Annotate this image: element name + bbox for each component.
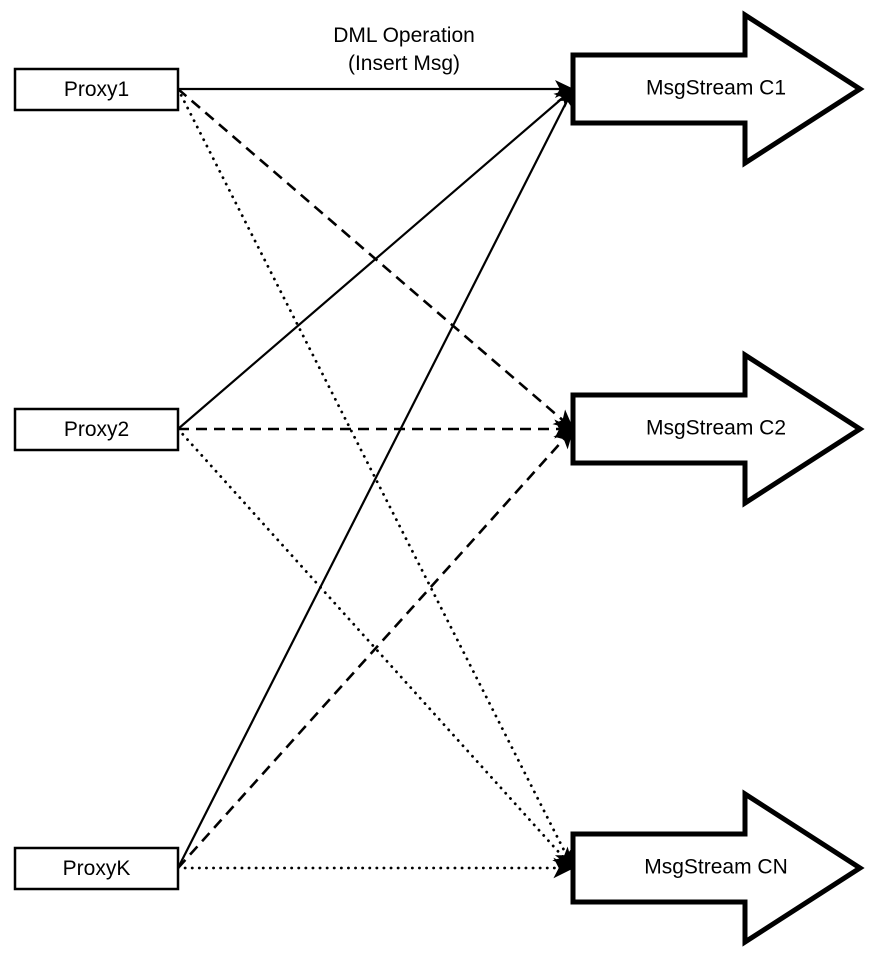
msgstream-c1-arrow-shape[interactable] — [570, 10, 865, 168]
proxy-node-proxyk[interactable]: ProxyK — [13, 846, 180, 891]
proxy-layer: Proxy1 Proxy2 ProxyK — [13, 67, 180, 891]
proxyk-label: ProxyK — [63, 857, 131, 880]
connection-layer — [176, 79, 575, 879]
msgstream-node-c2[interactable]: MsgStream C2 — [570, 350, 865, 508]
msgstream-node-c1[interactable]: MsgStream C1 — [570, 10, 865, 168]
msgstream-cn-arrow-shape[interactable] — [570, 789, 865, 947]
msgstream-c1-label: MsgStream C1 — [646, 77, 786, 100]
msgstream-cn-label: MsgStream CN — [644, 856, 788, 879]
dml-operation-line1: DML Operation — [333, 24, 475, 47]
proxy1-label: Proxy1 — [64, 78, 129, 101]
dml-operation-annotation: DML Operation (Insert Msg) — [333, 24, 475, 75]
proxy2-label: Proxy2 — [64, 418, 129, 441]
connection-proxyk-to-c1 — [177, 88, 574, 869]
proxyk-box[interactable] — [13, 846, 180, 891]
connection-proxy2-to-cn — [176, 427, 575, 870]
proxy-node-proxy1[interactable]: Proxy1 — [13, 67, 180, 112]
msgstream-c2-arrow-shape[interactable] — [570, 350, 865, 508]
connection-proxy2-to-c1 — [177, 88, 574, 430]
msgstream-c2-label: MsgStream C2 — [646, 417, 786, 440]
connection-proxyk-to-c2 — [177, 428, 574, 869]
proxy2-box[interactable] — [13, 407, 180, 452]
proxy1-box[interactable] — [13, 67, 180, 112]
proxy-node-proxy2[interactable]: Proxy2 — [13, 407, 180, 452]
dml-operation-line2: (Insert Msg) — [348, 52, 460, 75]
msgstream-layer: MsgStream C1 MsgStream C2 MsgStream CN — [570, 10, 865, 947]
msgstream-node-cn[interactable]: MsgStream CN — [570, 789, 865, 947]
